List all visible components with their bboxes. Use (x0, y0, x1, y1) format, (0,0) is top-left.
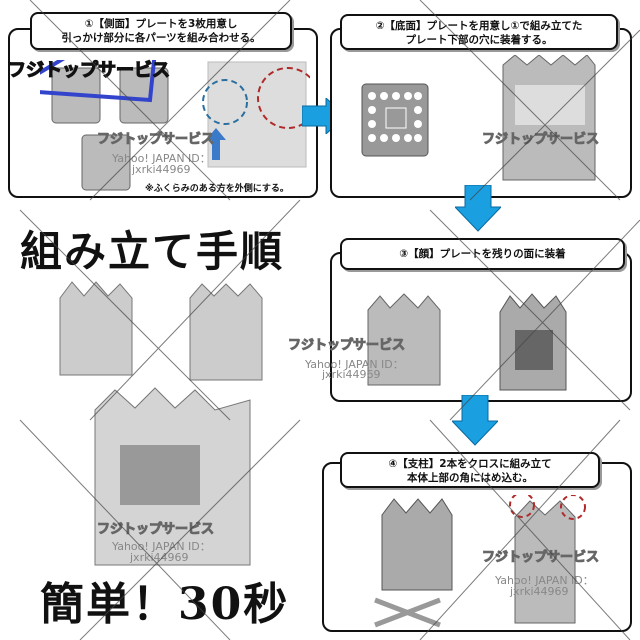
arrow-down-icon (452, 395, 498, 446)
arrow-down-icon (455, 185, 501, 232)
watermark-id: jxrki44969 (130, 551, 189, 564)
tagline: 簡単！30秒 (40, 579, 290, 630)
stove-face (189, 283, 263, 381)
watermark-brand: フジトップサービス (96, 522, 215, 538)
assembled-stove-image (502, 55, 596, 181)
step4-line2: 本体上部の角にはめ込む。 (407, 472, 533, 484)
watermark-brand: フジトップサービス (96, 132, 215, 148)
step3-caption: ③【顔】プレートを残りの面に装着 (340, 238, 625, 270)
watermark-id: jxrki44969 (132, 163, 191, 176)
stove-small (59, 281, 133, 376)
watermark-id: jxrki44969 (510, 585, 569, 598)
step3-line1: ③【顔】プレートを残りの面に装着 (399, 248, 566, 260)
page-title: 組み立て手順 (20, 227, 285, 276)
cross-rods (374, 597, 441, 628)
brand-label: フジトップサービス (7, 59, 170, 81)
step1-line2: 引っかけ部分に各パーツを組み合わせる。 (61, 32, 261, 44)
watermark-id: jxrki44969 (322, 368, 381, 381)
step4-line1: ④【支柱】2本をクロスに組み立て (388, 458, 552, 470)
step4-caption: ④【支柱】2本をクロスに組み立て 本体上部の角にはめ込む。 (340, 452, 600, 488)
watermark-brand: フジトップサービス (287, 338, 406, 354)
hand-photo (207, 61, 307, 168)
bottom-plate-image (361, 83, 429, 157)
step2-line2: プレート下部の穴に装着する。 (405, 34, 553, 46)
step1-line1: ①【側面】プレートを3枚用意し (84, 18, 238, 30)
step1-note: ※ふくらみのある方を外側にする。 (145, 184, 289, 194)
step2-caption: ②【底面】プレートを用意し①で組み立てた プレート下部の穴に装着する。 (340, 14, 618, 50)
watermark-brand: フジトップサービス (481, 132, 600, 148)
watermark-brand: フジトップサービス (481, 550, 600, 566)
step1-caption: ①【側面】プレートを3枚用意し 引っかけ部分に各パーツを組み合わせる。 (30, 12, 292, 50)
step2-line1: ②【底面】プレートを用意し①で組み立てた (375, 20, 583, 32)
